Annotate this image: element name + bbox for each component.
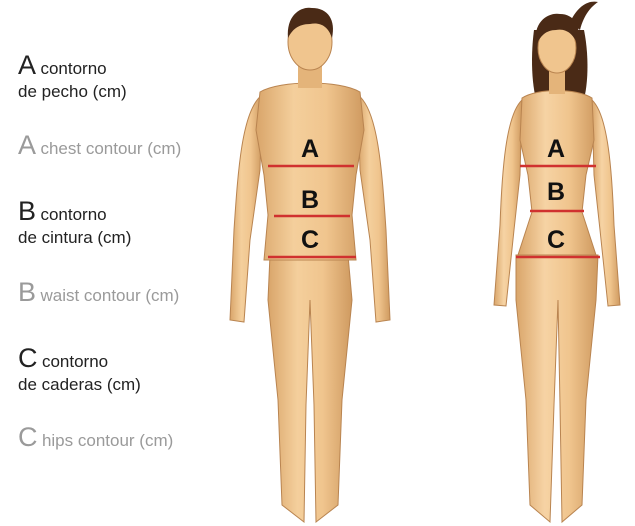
male-body-illustration (220, 0, 400, 526)
female-label-waist: B (536, 180, 576, 205)
male-label-hips: C (290, 228, 330, 253)
legend-waist-es: B contorno de cintura (cm) (18, 196, 131, 249)
legend-text: waist contour (cm) (40, 286, 179, 305)
female-body-illustration (470, 0, 635, 526)
legend-letter: B (18, 196, 36, 226)
legend-hips-es: C contorno de caderas (cm) (18, 343, 141, 396)
male-label-chest: A (290, 137, 330, 162)
legend-letter: C (18, 422, 38, 452)
legend-waist-en: B waist contour (cm) (18, 277, 179, 309)
male-figure: A B C (220, 0, 400, 526)
female-label-hips: C (536, 228, 576, 253)
male-legs (268, 255, 352, 522)
legend-text-line2: de cintura (cm) (18, 228, 131, 247)
legend-letter: A (18, 130, 36, 160)
measurement-legend: A contorno de pecho (cm) A chest contour… (0, 0, 240, 526)
legend-letter: C (18, 343, 38, 373)
legend-letter: A (18, 50, 36, 80)
legend-chest-es: A contorno de pecho (cm) (18, 50, 127, 103)
legend-hips-en: C hips contour (cm) (18, 422, 173, 454)
legend-text: hips contour (cm) (42, 431, 173, 450)
female-legs (516, 255, 598, 522)
legend-text: contorno (42, 352, 108, 371)
legend-text: contorno (40, 59, 106, 78)
legend-text-line2: de pecho (cm) (18, 82, 127, 101)
legend-letter: B (18, 277, 36, 307)
female-figure: A B C (470, 0, 635, 526)
legend-chest-en: A chest contour (cm) (18, 130, 181, 162)
male-label-waist: B (290, 188, 330, 213)
female-label-chest: A (536, 137, 576, 162)
legend-text-line2: de caderas (cm) (18, 375, 141, 394)
legend-text: chest contour (cm) (40, 139, 181, 158)
legend-text: contorno (40, 205, 106, 224)
